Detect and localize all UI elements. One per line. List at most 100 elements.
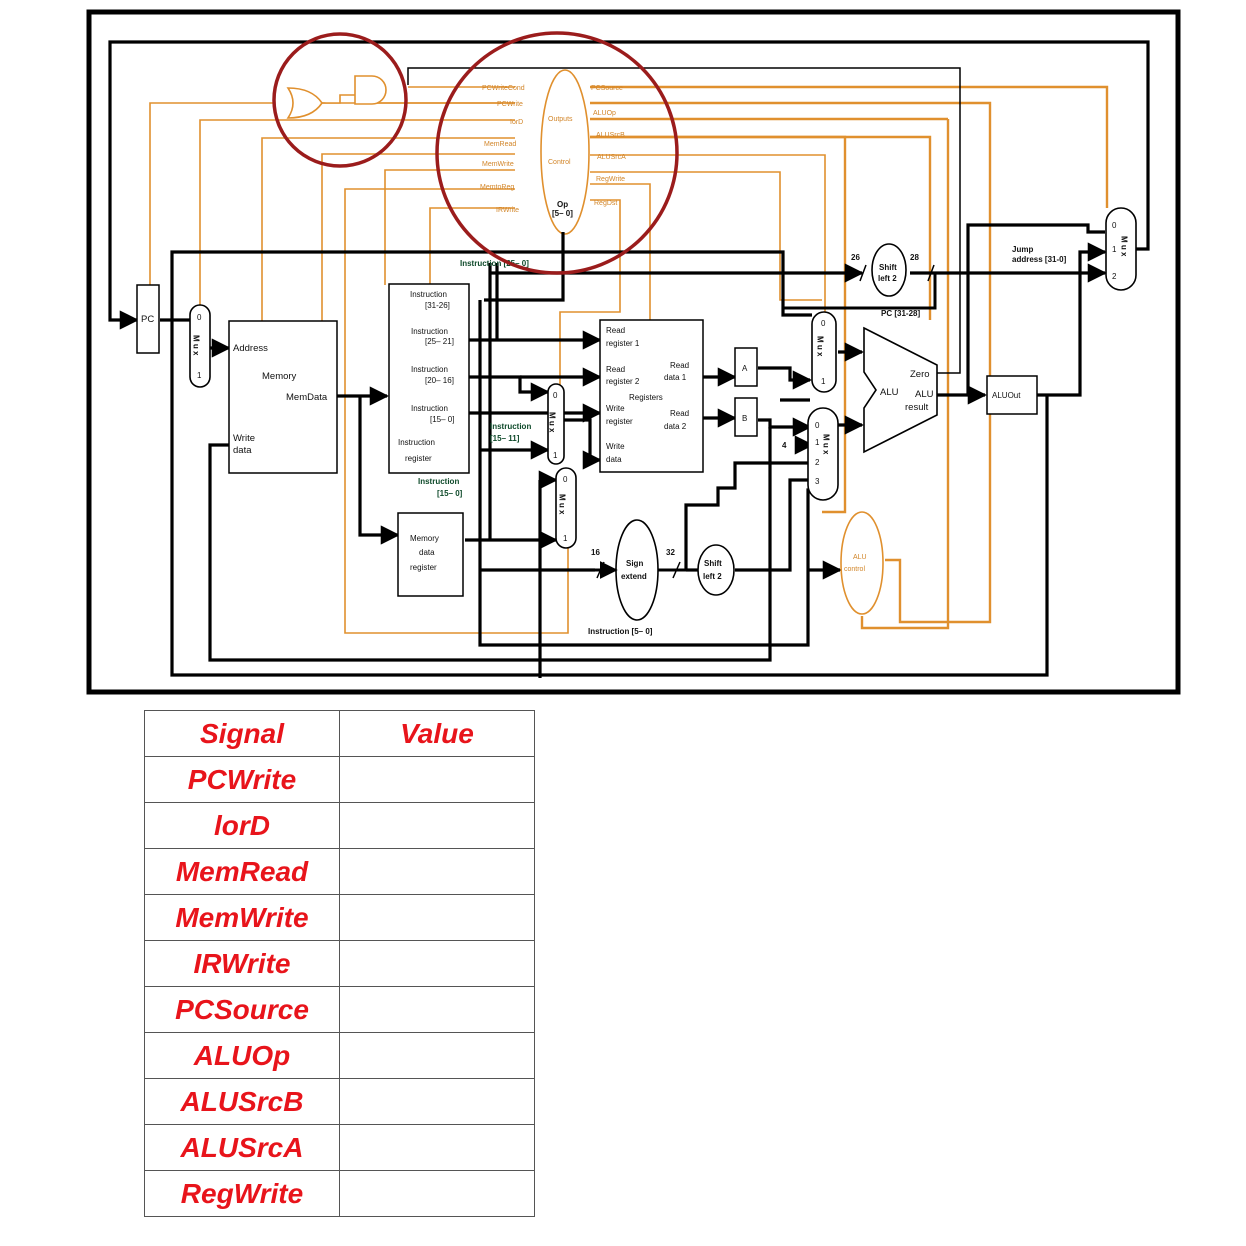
- register-b: B: [734, 397, 758, 437]
- signal-cell: ALUSrcA: [144, 1124, 340, 1171]
- table-row: MemRead: [144, 848, 535, 895]
- signal-value-table: Signal Value PCWrite lorD MemRead MemWri…: [144, 710, 535, 1217]
- diagram-label: Read: [670, 409, 689, 418]
- signal-pcwritecond: PCWriteCond: [482, 85, 525, 92]
- control-op-bits: [5– 0]: [552, 209, 573, 218]
- diagram-label: register: [606, 417, 633, 426]
- pc-register: PC: [136, 284, 160, 354]
- diagram-label: 1: [1112, 245, 1117, 254]
- control-outputs-label: Outputs: [548, 116, 573, 123]
- value-cell[interactable]: [339, 1170, 535, 1217]
- signal-cell: MemWrite: [144, 894, 340, 941]
- mux-pcsource: 0 1 2 M u x: [1105, 207, 1137, 291]
- pc-31-28-label: PC [31-28]: [881, 309, 920, 318]
- highlight-circle-gates: [272, 32, 408, 168]
- value-cell[interactable]: [339, 940, 535, 987]
- diagram-label: left 2: [703, 572, 722, 581]
- diagram-label: Instruction: [410, 290, 447, 299]
- diagram-label: Read: [606, 326, 625, 335]
- diagram-label: 2: [1112, 272, 1117, 281]
- signal-irwrite: IRWrite: [496, 207, 519, 214]
- diagram-label: data: [419, 548, 435, 557]
- table-header-row: Signal Value: [144, 710, 535, 757]
- pc-label: PC: [141, 314, 154, 325]
- diagram-label: Memory: [410, 534, 439, 543]
- diagram-label: M u x: [822, 434, 831, 455]
- value-cell[interactable]: [339, 848, 535, 895]
- table-row: MemWrite: [144, 894, 535, 941]
- diagram-label: 0: [815, 421, 820, 430]
- diagram-label: Instruction: [411, 365, 448, 374]
- diagram-label: [25– 21]: [425, 337, 454, 346]
- diagram-label: register: [405, 454, 432, 463]
- value-cell[interactable]: [339, 1032, 535, 1079]
- jump-address-label-2: address [31-0]: [1012, 255, 1067, 264]
- signal-memread: MemRead: [484, 141, 516, 148]
- alu-control: ALU control: [840, 511, 884, 615]
- signal-regdst: RegDst: [594, 200, 617, 207]
- value-cell[interactable]: [339, 1078, 535, 1125]
- aluout-register: ALUOut: [986, 375, 1038, 415]
- signal-pcwrite: PCWrite: [497, 101, 523, 108]
- memory-write-label: Write: [233, 433, 255, 444]
- table-row: RegWrite: [144, 1170, 535, 1217]
- diagram-label: A: [742, 364, 748, 373]
- diagram-label: data: [606, 455, 622, 464]
- signal-iord: IorD: [510, 119, 523, 126]
- alu: ALU Zero ALU result: [863, 326, 938, 454]
- signal-aluop: ALUOp: [593, 110, 616, 117]
- diagram-label: 1: [553, 451, 558, 460]
- diagram-label: M u x: [1120, 236, 1129, 257]
- table-row: ALUSrcA: [144, 1124, 535, 1171]
- value-cell[interactable]: [339, 802, 535, 849]
- signal-cell: PCWrite: [144, 756, 340, 803]
- diagram-label: 1: [815, 438, 820, 447]
- diagram-label: control: [844, 566, 865, 573]
- diagram-label: left 2: [878, 274, 897, 283]
- signal-regwrite: RegWrite: [596, 176, 625, 183]
- memory-data-label: data: [233, 445, 252, 456]
- diagram-label: Write: [606, 442, 625, 451]
- diagram-label: M u x: [548, 412, 557, 433]
- diagram-label: 0: [563, 475, 568, 484]
- signal-cell: IRWrite: [144, 940, 340, 987]
- signal-cell: PCSource: [144, 986, 340, 1033]
- diagram-label: [20– 16]: [425, 376, 454, 385]
- instr-25-0-label: Instruction [25– 0]: [460, 259, 529, 268]
- signal-memtoreg: MemtoReg: [480, 184, 514, 191]
- register-file: Read register 1 Read register 2 Read dat…: [599, 319, 704, 473]
- diagram-label: register: [410, 563, 437, 572]
- diagram-label: M u x: [558, 494, 567, 515]
- multicycle-datapath-diagram: Outputs Control Op [5– 0] PCWriteCond PC…: [86, 9, 1181, 695]
- table-row: lorD: [144, 802, 535, 849]
- diagram-label: 1: [563, 534, 568, 543]
- memory-data-register: Memory data register: [397, 512, 464, 597]
- diagram-label: data 1: [664, 373, 687, 382]
- value-cell[interactable]: [339, 894, 535, 941]
- alu-zero-label: Zero: [910, 369, 930, 380]
- signal-pcsource: PCSource: [591, 85, 623, 92]
- diagram-label: register 1: [606, 339, 640, 348]
- value-cell[interactable]: [339, 756, 535, 803]
- diagram-label: Instruction: [398, 438, 435, 447]
- sign-extend-out-bits: 32: [666, 548, 675, 557]
- memory-memdata-label: MemData: [286, 392, 328, 403]
- shift-left-2-lower: Shift left 2: [697, 544, 735, 596]
- or-gate: [286, 87, 323, 119]
- value-cell[interactable]: [339, 986, 535, 1033]
- instr-5-0-label: Instruction [5– 0]: [588, 627, 653, 636]
- mux-memtoreg: 0 M u x 1: [555, 467, 577, 549]
- sign-extend: Sign extend 16 32: [591, 519, 686, 621]
- diagram-label: ALU: [853, 554, 867, 561]
- instr-15-11-label-b: [15– 11]: [490, 434, 520, 443]
- diagram-label: data 2: [664, 422, 687, 431]
- mux-iord: 0 M u x 1: [189, 304, 211, 388]
- diagram-label: Registers: [629, 393, 663, 402]
- signal-cell: ALUSrcB: [144, 1078, 340, 1125]
- signal-alusrca: ALUSrcA: [597, 154, 626, 161]
- memory-address-label: Address: [233, 343, 268, 354]
- table-row: IRWrite: [144, 940, 535, 987]
- value-cell[interactable]: [339, 1124, 535, 1171]
- diagram-label: 1: [197, 371, 202, 380]
- jump-address-label-1: Jump: [1012, 245, 1033, 254]
